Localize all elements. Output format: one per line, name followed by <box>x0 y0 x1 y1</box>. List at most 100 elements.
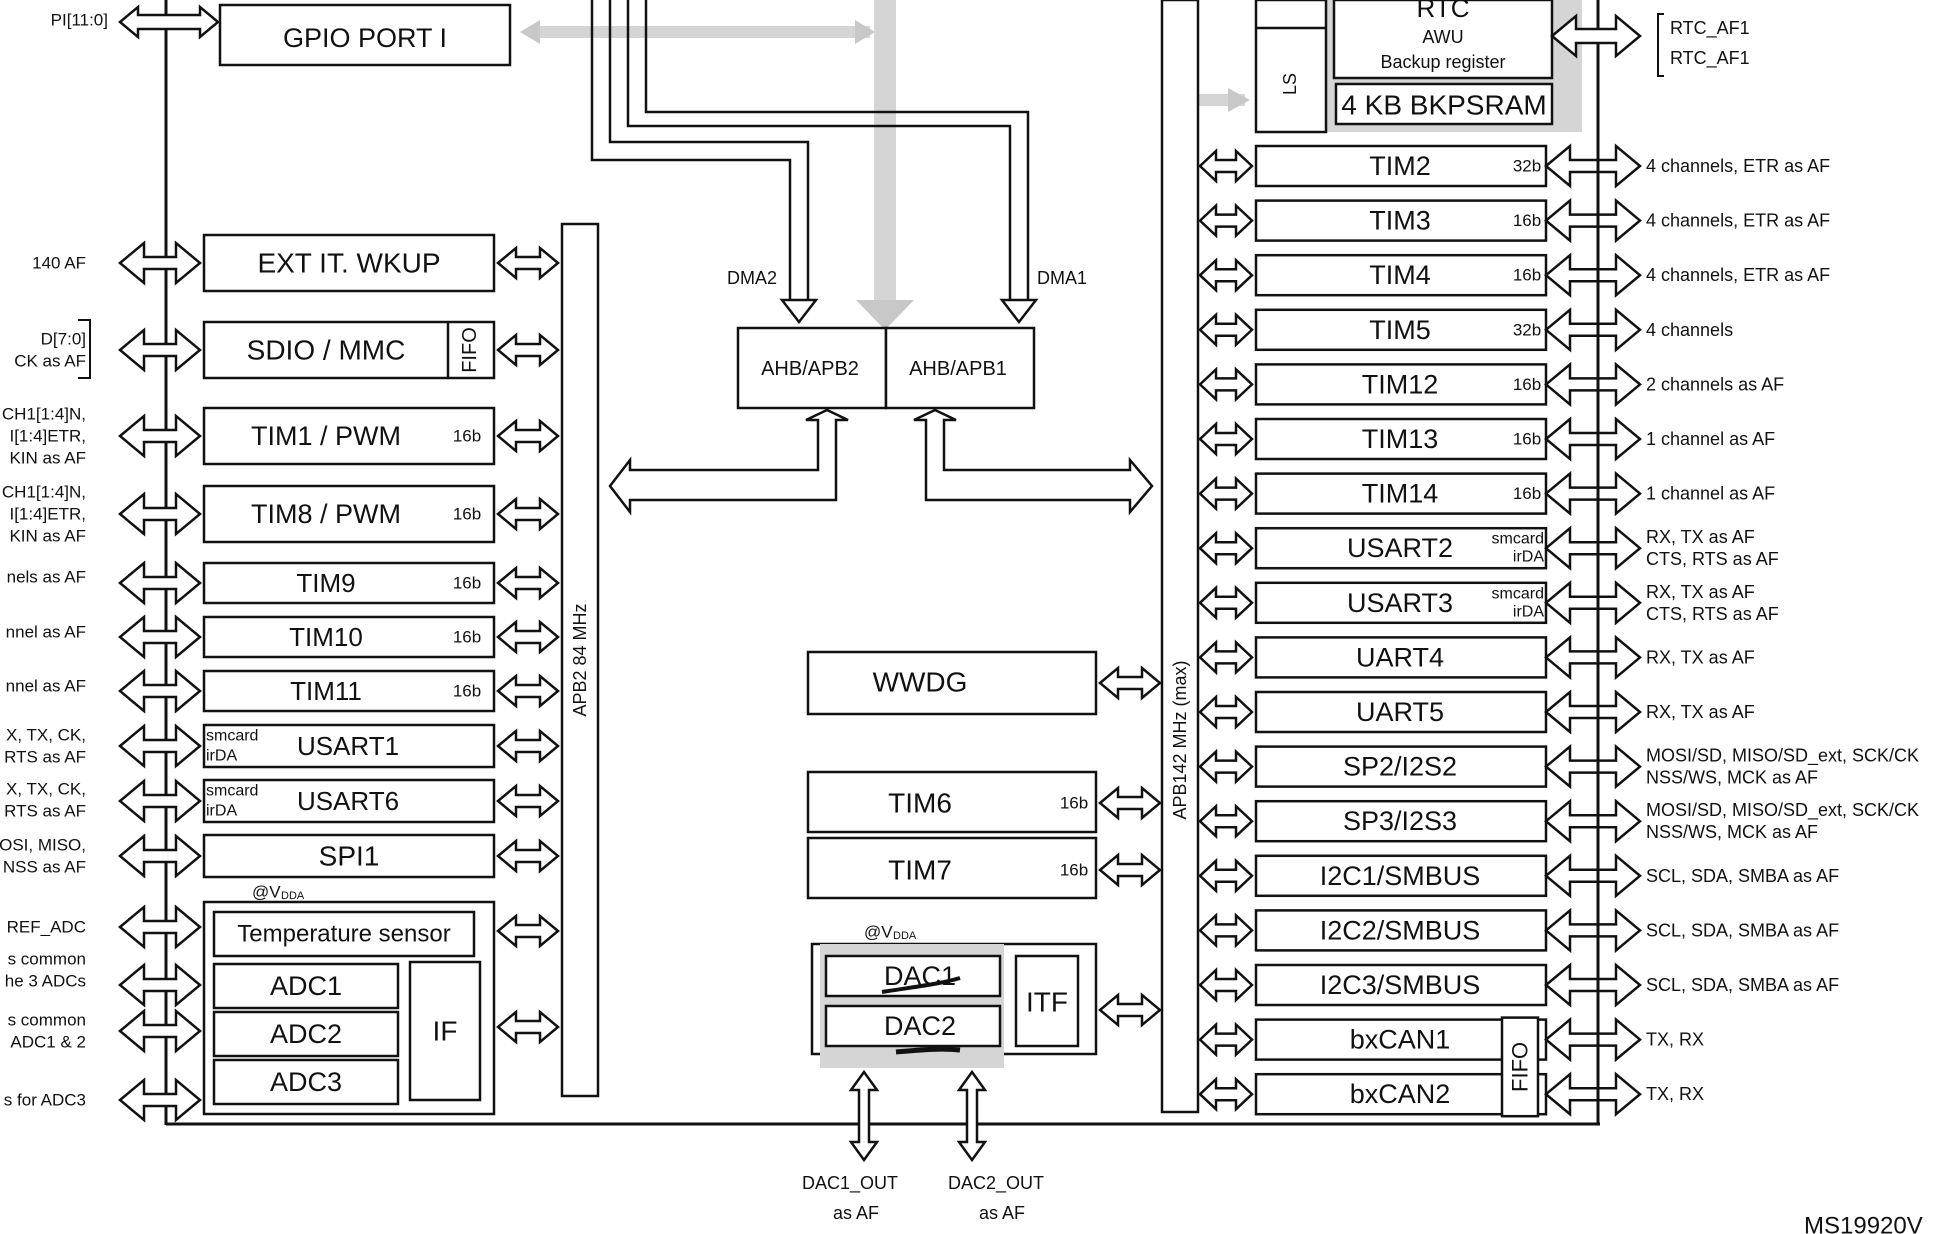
rtc-awu-label: AWU <box>1422 27 1463 47</box>
bit-width-label: 16b <box>453 427 481 446</box>
right-af-label: RX, TX as AF <box>1646 647 1755 667</box>
right-io-arrow <box>1544 798 1642 844</box>
apb2-label: APB2 84 MHz <box>570 603 590 716</box>
right-block-label: TIM3 <box>1369 206 1431 236</box>
left-block-box <box>202 723 496 769</box>
adc-io-arrow-2 <box>118 1008 202 1054</box>
apb1-link-arrow <box>1198 311 1254 348</box>
dma1-route-outer <box>626 0 1012 300</box>
left-io-arrow <box>118 240 202 286</box>
right-io-arrow <box>1544 307 1642 353</box>
right-io-arrow <box>1544 416 1642 462</box>
gpio-i-bus-left-head <box>520 20 540 44</box>
right-block-15: I2C3/SMBUS <box>1254 963 1548 1007</box>
left-pin-label: D[7:0] <box>41 330 86 349</box>
fifo-label: FIFO <box>459 327 481 373</box>
adc-label: ADC2 <box>270 1019 342 1049</box>
apb2-link-arrow <box>496 728 560 764</box>
right-block-box <box>1254 909 1548 952</box>
left-io-arrow <box>118 833 202 879</box>
left-block-9: SPI1 <box>202 833 496 879</box>
rtc-af-bracket <box>1657 13 1664 77</box>
bit-width-label: 16b <box>1513 211 1541 230</box>
tim7-arrow <box>1098 852 1162 888</box>
pi-arrow <box>118 4 220 40</box>
right-block-box <box>1254 472 1548 515</box>
apb2-link-arrow <box>496 838 560 874</box>
dac1-out-label: DAC1_OUT <box>802 1173 898 1194</box>
right-block-17: bxCAN2 <box>1254 1072 1548 1116</box>
left-block-box <box>202 320 496 380</box>
right-block-box <box>1254 690 1548 734</box>
left-block-box <box>202 561 496 605</box>
right-block-box <box>1254 636 1548 679</box>
right-block-11: SP2/I2S2 <box>1254 745 1548 788</box>
tim6-box <box>806 770 1098 834</box>
left-io-arrow <box>118 413 202 459</box>
left-block-box <box>202 778 496 824</box>
right-io-arrow <box>1544 853 1642 899</box>
tim6-bits: 16b <box>1060 794 1088 813</box>
wwdg-box <box>806 650 1098 716</box>
apb1-link-arrow <box>1198 1021 1254 1058</box>
ahb-apb1-label: AHB/APB1 <box>909 358 1007 380</box>
apb1-link-arrow <box>1198 967 1254 1003</box>
wwdg-arrow <box>1098 665 1162 701</box>
right-af-label: 4 channels, ETR as AF <box>1646 156 1830 176</box>
tim7-bits: 16b <box>1060 861 1088 880</box>
left-block-label: EXT IT. WKUP <box>257 248 440 279</box>
left-pin-label: nnel as AF <box>6 623 86 642</box>
dac2-scribble <box>895 1046 961 1055</box>
gpio-port-i-label: GPIO PORT I <box>283 23 447 53</box>
left-io-arrow <box>118 560 202 606</box>
dac2-out-label: DAC2_OUT <box>948 1173 1044 1194</box>
dma1-arrowhead <box>999 298 1039 325</box>
right-af-label: RX, TX as AF <box>1646 527 1755 547</box>
gpio-i-bus-gray <box>540 26 870 38</box>
right-block-box <box>1254 1072 1548 1116</box>
adc-if-box <box>408 960 482 1102</box>
temp-apb2-arrow <box>496 913 560 949</box>
right-block-label: I2C1/SMBUS <box>1320 861 1481 891</box>
right-block-9: UART4 <box>1254 636 1548 679</box>
right-block-box <box>1254 363 1548 406</box>
right-af-label: CTS, RTS as AF <box>1646 549 1779 569</box>
dac2-out-af: as AF <box>979 1203 1025 1223</box>
smcard-label: smcard <box>206 728 258 745</box>
right-block-1: TIM3 16b <box>1254 199 1548 242</box>
right-block-10: UART5 <box>1254 690 1548 734</box>
rtc-backup-label: Backup register <box>1380 52 1505 72</box>
right-af-label: CTS, RTS as AF <box>1646 604 1779 624</box>
right-block-label: USART2 <box>1347 533 1453 563</box>
dac2-out-arrow <box>956 1069 988 1163</box>
bxcan-fifo-label: FIFO <box>1508 1042 1533 1092</box>
bkp-bus-arrowhead <box>1228 88 1250 112</box>
left-block-label: TIM1 / PWM <box>251 421 401 451</box>
right-block-label: bxCAN1 <box>1350 1025 1451 1055</box>
right-block-label: UART5 <box>1356 697 1444 727</box>
smcard-label: smcard <box>1492 585 1544 602</box>
left-pin-label: s common <box>8 950 86 969</box>
apb1-link-arrow <box>1198 366 1254 403</box>
apb1-link-arrow <box>1198 694 1254 730</box>
bit-width-label: 16b <box>453 682 481 701</box>
apb2-link-arrow <box>496 332 560 368</box>
itf-arrow <box>1098 992 1162 1028</box>
left-pin-label: I[1:4]ETR, <box>9 427 86 446</box>
dma1-route-inner <box>644 0 1030 300</box>
right-block-13: I2C1/SMBUS <box>1254 854 1548 898</box>
right-af-label: TX, RX <box>1646 1084 1704 1104</box>
vdda-center-sub: DDA <box>893 930 917 942</box>
right-block-label: TIM12 <box>1362 369 1439 399</box>
apb2-bridge-arrow <box>608 408 849 516</box>
right-io-arrow <box>1544 1071 1642 1117</box>
bit-width-label: 32b <box>1513 157 1541 176</box>
adc-io-arrow-1 <box>118 962 202 1008</box>
